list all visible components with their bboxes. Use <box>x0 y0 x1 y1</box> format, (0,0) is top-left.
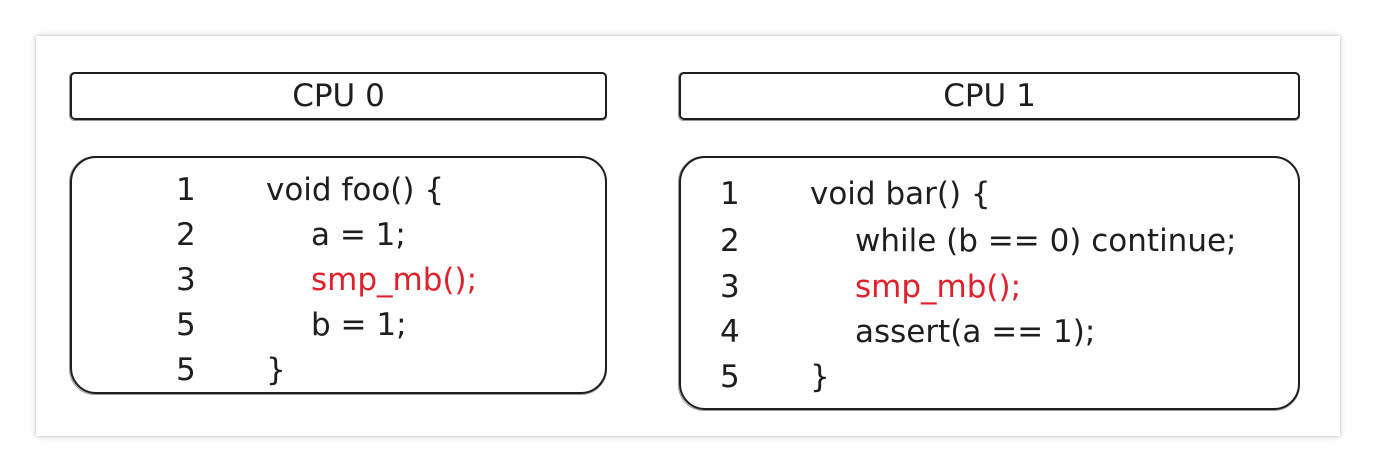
code-text-highlighted: smp_mb(); <box>855 269 1022 305</box>
line-number: 5 <box>176 352 196 388</box>
line-number: 4 <box>720 314 740 350</box>
code-text-highlighted: smp_mb(); <box>311 262 478 298</box>
line-number: 2 <box>720 223 740 259</box>
line-number: 3 <box>176 262 196 298</box>
cpu1-header: CPU 1 <box>678 72 1300 121</box>
line-number: 2 <box>176 217 196 253</box>
cpu0-header: CPU 0 <box>69 72 607 121</box>
code-text: void foo() { <box>266 172 445 208</box>
code-text: void bar() { <box>810 176 991 212</box>
code-text: while (b == 0) continue; <box>855 223 1237 259</box>
line-number: 5 <box>176 307 196 343</box>
cpu1-title: CPU 1 <box>943 77 1036 114</box>
code-text: assert(a == 1); <box>855 314 1096 350</box>
line-number: 1 <box>176 172 196 208</box>
diagram-canvas: CPU 0 1 void foo() { 2 a = 1; 3 smp_mb()… <box>36 36 1340 436</box>
cpu0-code-box: 1 void foo() { 2 a = 1; 3 smp_mb(); 5 b … <box>69 156 607 395</box>
code-text: } <box>266 352 286 388</box>
cpu1-code-box: 1 void bar() { 2 while (b == 0) continue… <box>678 156 1300 411</box>
cpu0-title: CPU 0 <box>292 77 385 114</box>
code-text: b = 1; <box>311 307 407 343</box>
line-number: 1 <box>720 176 740 212</box>
code-text: a = 1; <box>311 217 406 253</box>
line-number: 3 <box>720 269 740 305</box>
line-number: 5 <box>720 359 740 395</box>
code-text: } <box>810 359 830 395</box>
